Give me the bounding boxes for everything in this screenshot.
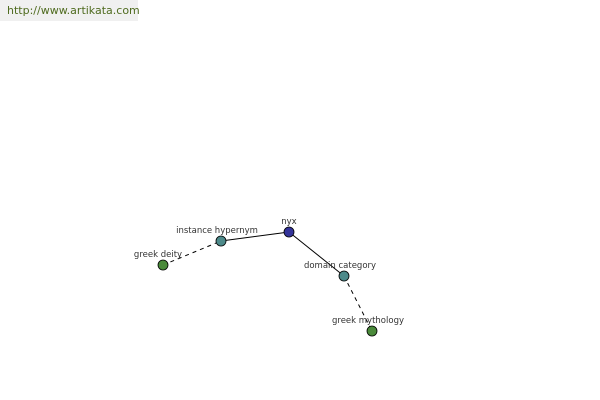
site-banner: http://www.artikata.com [0, 0, 140, 21]
node-nyx[interactable] [283, 226, 295, 238]
node-label-instance-hypernym: instance hypernym [176, 226, 258, 236]
node-greek-mythology[interactable] [366, 325, 378, 337]
node-label-domain-category: domain category [304, 261, 376, 271]
node-domain-category[interactable] [338, 270, 350, 282]
node-label-nyx: nyx [281, 217, 296, 227]
node-instance-hypernym[interactable] [215, 235, 227, 247]
node-label-greek-deity: greek deity [134, 250, 182, 260]
edge-nyx-domain-category [288, 231, 345, 277]
node-label-greek-mythology: greek mythology [332, 316, 404, 326]
edge-domain-category-greek-mythology [343, 275, 373, 332]
edge-instance-hypernym-nyx [220, 231, 290, 242]
edge-greek-deity-instance-hypernym [162, 240, 222, 266]
node-greek-deity[interactable] [157, 259, 169, 271]
site-link[interactable]: http://www.artikata.com [7, 4, 140, 17]
